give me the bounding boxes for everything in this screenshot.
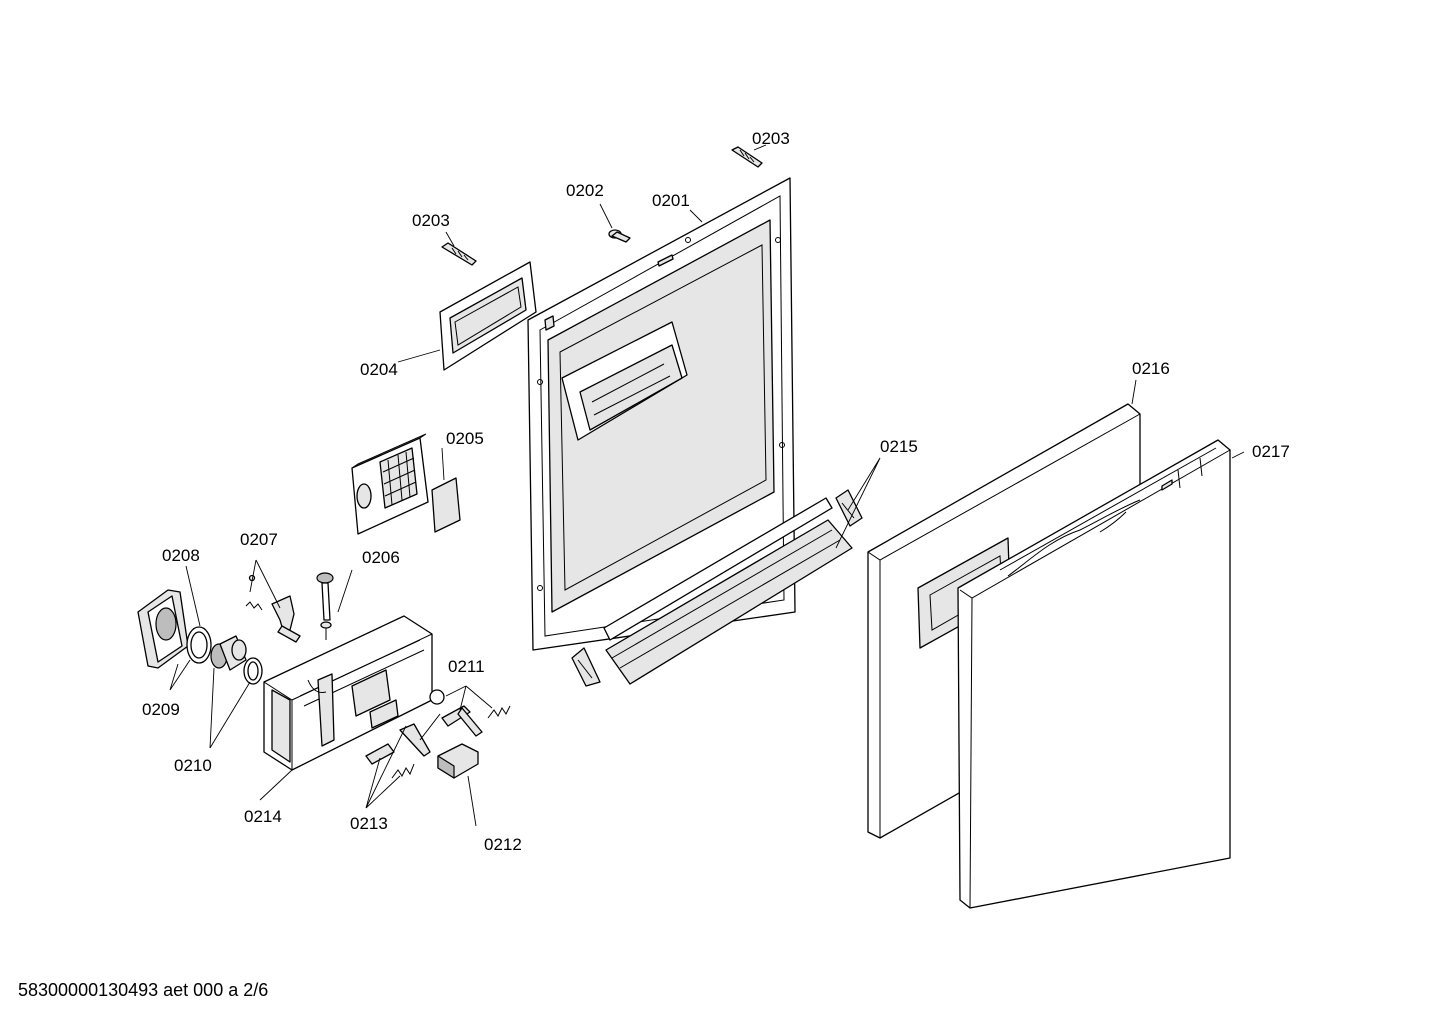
callout-0214: 0214	[244, 807, 282, 826]
callout-0202: 0202	[566, 181, 604, 200]
part-0212-switch[interactable]	[437, 743, 479, 779]
callout-0210: 0210	[174, 756, 212, 775]
part-0217-decor-panel[interactable]	[957, 439, 1231, 909]
part-0207-spring[interactable]	[245, 574, 263, 611]
callout-0208: 0208	[162, 546, 200, 565]
part-0211-spring[interactable]	[487, 705, 511, 719]
callout-0213: 0213	[350, 814, 388, 833]
callout-0205: 0205	[446, 429, 484, 448]
callout-0203-left: 0203	[412, 211, 450, 230]
part-0207-lever[interactable]	[271, 595, 301, 643]
callout-0203-right: 0203	[752, 129, 790, 148]
part-0214-dispenser[interactable]	[263, 615, 433, 771]
callout-0215: 0215	[880, 437, 918, 456]
callout-0217: 0217	[1252, 442, 1290, 461]
callout-0204: 0204	[360, 360, 398, 379]
part-0205-seal[interactable]	[431, 477, 461, 533]
callout-0212: 0212	[484, 835, 522, 854]
leader-lines	[169, 144, 1245, 827]
part-0215-strip[interactable]	[603, 497, 853, 685]
part-0205-cover[interactable]	[351, 433, 429, 535]
part-0211-lever[interactable]	[441, 705, 483, 737]
callout-0216: 0216	[1132, 359, 1170, 378]
callout-0207: 0207	[240, 530, 278, 549]
part-0203-screw-right[interactable]	[731, 146, 763, 168]
part-0211-ball[interactable]	[429, 689, 445, 705]
part-0215-clip-left[interactable]	[571, 647, 601, 687]
part-0206-plunger[interactable]	[316, 572, 334, 640]
part-0213-latch[interactable]	[365, 713, 441, 765]
part-0202-screw[interactable]	[608, 229, 631, 243]
part-0209-ring[interactable]	[186, 626, 212, 664]
document-id: 58300000130493 aet 000 a 2/6	[18, 980, 269, 1000]
callout-0209: 0209	[142, 700, 180, 719]
callout-0206: 0206	[362, 548, 400, 567]
part-0210-ring[interactable]	[243, 657, 263, 685]
part-0208-housing[interactable]	[137, 589, 189, 669]
callout-0211: 0211	[448, 657, 485, 676]
part-0204-frame[interactable]	[439, 261, 537, 371]
part-0201-inner-door[interactable]	[527, 177, 796, 651]
part-0203-screw-left[interactable]	[441, 242, 477, 266]
callout-0201: 0201	[652, 191, 690, 210]
part-0213-spring[interactable]	[391, 763, 415, 779]
part-0210-valve[interactable]	[210, 635, 247, 671]
